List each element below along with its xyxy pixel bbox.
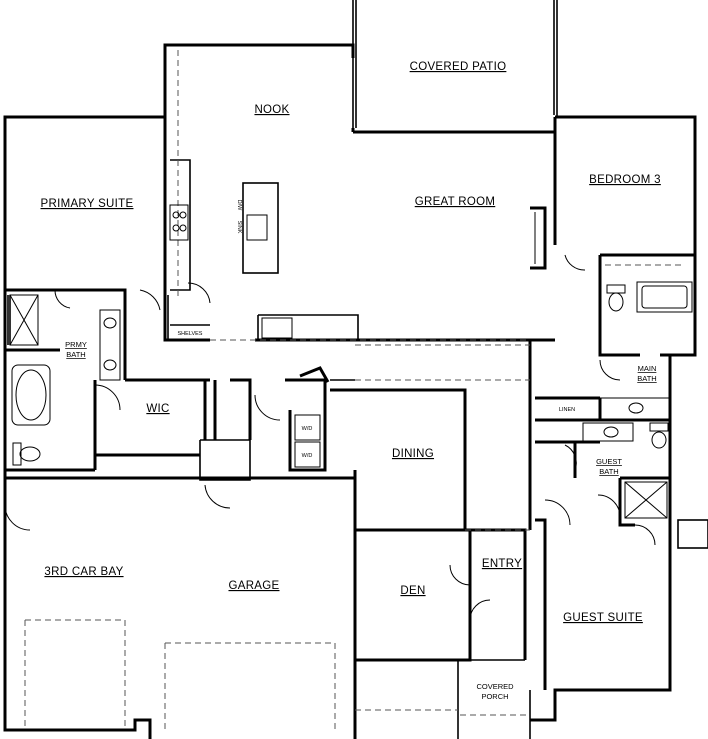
label-covered-porch-1: COVERED — [476, 682, 514, 691]
label-main-bath-2: BATH — [637, 374, 656, 383]
exterior-walls — [3, 43, 697, 739]
label-dryer: W/D — [302, 453, 313, 459]
room-labels: COVERED PATIO NOOK GREAT ROOM BEDROOM 3 … — [41, 61, 661, 701]
label-guest-suite: GUEST SUITE — [563, 612, 643, 624]
label-covered-patio: COVERED PATIO — [410, 61, 507, 73]
label-garage: GARAGE — [228, 580, 279, 592]
dashed-lines — [24, 50, 685, 730]
fixtures — [9, 182, 693, 519]
label-prmy-bath-1: PRMY — [65, 340, 87, 349]
label-linen: LINEN — [559, 407, 575, 413]
label-dining: DINING — [392, 448, 434, 460]
label-entry: ENTRY — [482, 558, 522, 570]
label-great-room: GREAT ROOM — [415, 196, 496, 208]
label-prmy-bath-2: BATH — [66, 350, 85, 359]
label-main-bath-1: MAIN — [638, 364, 657, 373]
label-washer: W/D — [302, 426, 313, 432]
label-guest-bath-1: GUEST — [596, 457, 622, 466]
interior-walls — [5, 117, 708, 690]
small-labels: SHELVES LINEN D/W SINK W/D W/D — [178, 200, 576, 459]
label-bedroom-3: BEDROOM 3 — [589, 174, 661, 186]
label-shelves: SHELVES — [178, 331, 203, 337]
label-wic: WIC — [146, 403, 169, 415]
label-primary-suite: PRIMARY SUITE — [41, 198, 134, 210]
doors — [4, 254, 656, 621]
label-nook: NOOK — [254, 104, 289, 116]
label-guest-bath-2: BATH — [599, 467, 618, 476]
label-covered-porch-2: PORCH — [481, 692, 508, 701]
label-3rd-car-bay: 3RD CAR BAY — [44, 566, 123, 578]
label-sink: SINK — [236, 221, 242, 234]
label-den: DEN — [400, 585, 425, 597]
label-dw: D/W — [236, 200, 242, 212]
